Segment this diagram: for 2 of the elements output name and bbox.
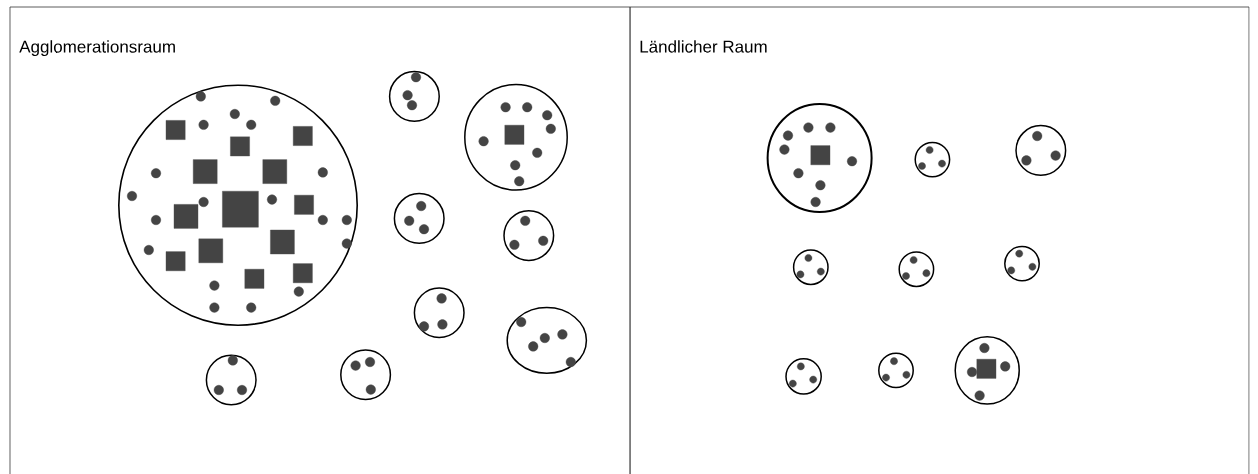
panel: Ländlicher Raum	[629, 6, 1250, 474]
panel: Agglomerationsraum	[9, 6, 631, 474]
